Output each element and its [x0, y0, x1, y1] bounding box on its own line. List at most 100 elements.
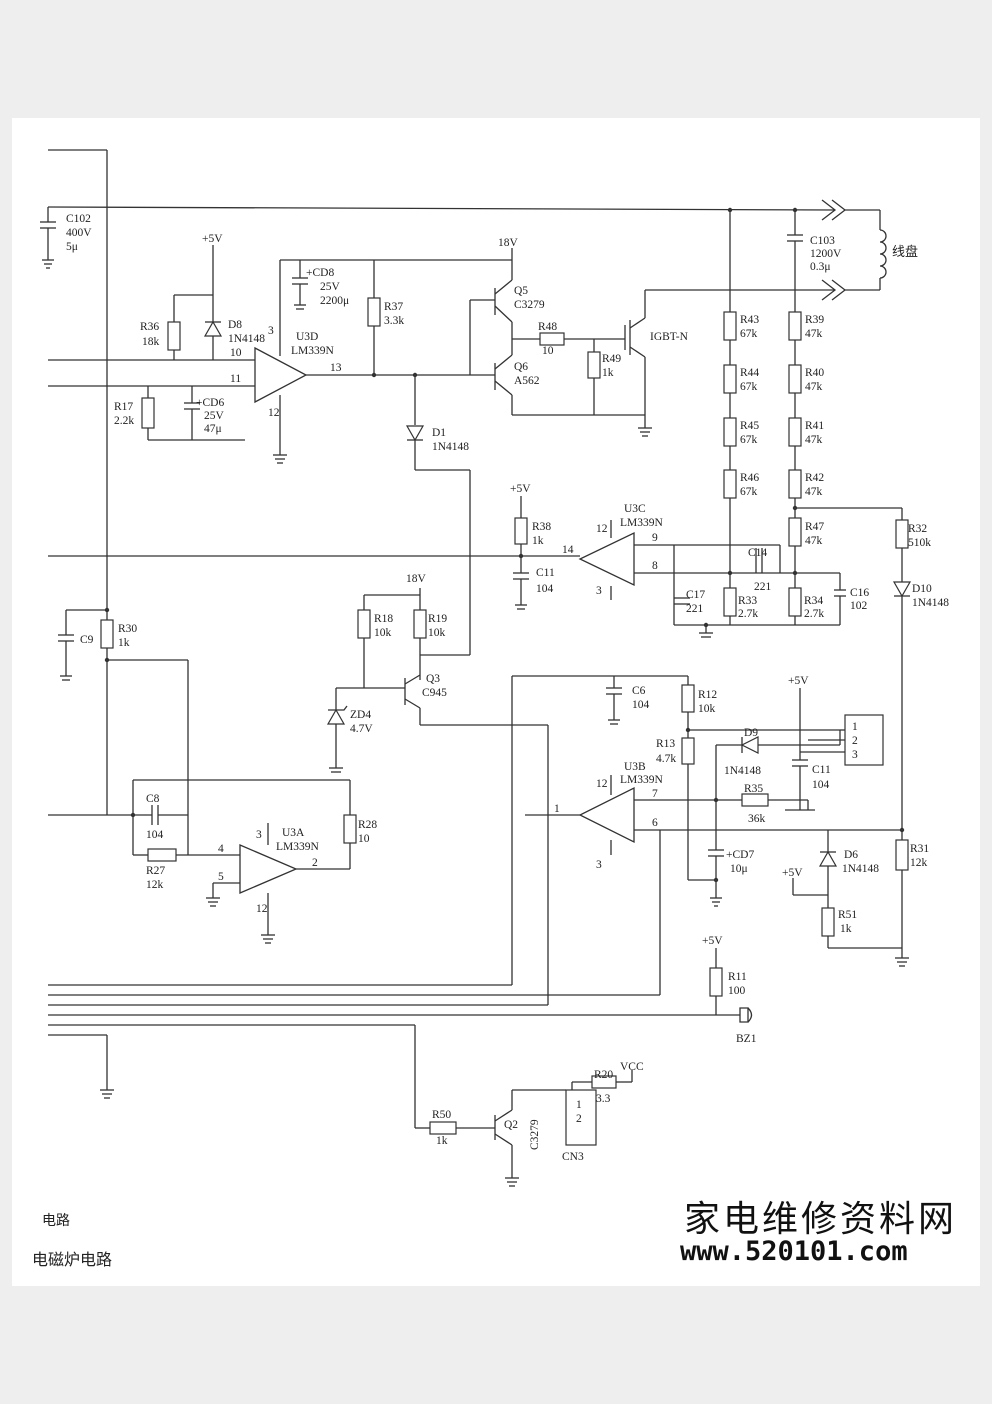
label: 1 — [554, 803, 560, 815]
label: ZD4 — [350, 709, 371, 721]
label: 5μ — [66, 241, 78, 253]
label: 221 — [754, 581, 772, 593]
label: R48 — [538, 321, 557, 333]
label: +5V — [788, 675, 809, 687]
label: 1 — [576, 1099, 582, 1111]
label: C16 — [850, 587, 869, 599]
label: 10k — [698, 703, 716, 715]
label: C3279 — [514, 299, 545, 311]
label: 18V — [406, 573, 427, 585]
label: U3C — [624, 503, 646, 515]
label: C6 — [632, 685, 646, 697]
label: R50 — [432, 1109, 451, 1121]
label: 104 — [812, 779, 830, 791]
label: 12 — [256, 903, 268, 915]
label: R12 — [698, 689, 717, 701]
label: C11 — [812, 764, 831, 776]
label: R18 — [374, 613, 393, 625]
label: 10 — [230, 347, 242, 359]
label: 1k — [602, 367, 614, 379]
label: R27 — [146, 865, 165, 877]
component-labels: C102 400V 5μ +5V D8 1N4148 R36 18k +CD8 … — [66, 213, 949, 1163]
label: U3D — [296, 331, 318, 343]
label: 13 — [330, 362, 342, 374]
label: 2 — [576, 1113, 582, 1125]
label: R41 — [805, 420, 824, 432]
label: 3 — [852, 749, 858, 761]
label: C9 — [80, 634, 94, 646]
label: R46 — [740, 472, 759, 484]
label: R44 — [740, 367, 759, 379]
section-caption: 电路 — [42, 1213, 70, 1229]
label: Q2 — [504, 1119, 518, 1131]
label: D6 — [844, 849, 858, 861]
label: 1k — [532, 535, 544, 547]
label: C14 — [748, 547, 767, 559]
label: R38 — [532, 521, 551, 533]
label: R17 — [114, 401, 133, 413]
label: C11 — [536, 567, 555, 579]
label: 10k — [374, 627, 392, 639]
label: 36k — [748, 813, 766, 825]
label: R20 — [594, 1069, 613, 1081]
label: 3 — [268, 325, 274, 337]
label: 0.3μ — [810, 261, 831, 273]
u3c-comparator — [578, 531, 635, 587]
label: R37 — [384, 301, 403, 313]
label: 9 — [652, 532, 658, 544]
label: C103 — [810, 235, 835, 247]
label: 1 — [852, 721, 858, 733]
label: 47k — [805, 434, 823, 446]
label: 18V — [498, 237, 519, 249]
label: R45 — [740, 420, 759, 432]
label: +5V — [782, 867, 803, 879]
label: 8 — [652, 560, 658, 572]
label: R51 — [838, 909, 857, 921]
label: U3B — [624, 761, 646, 773]
label: 102 — [850, 600, 868, 612]
label: 1N4148 — [842, 863, 879, 875]
label: R35 — [744, 783, 763, 795]
label: R42 — [805, 472, 824, 484]
label: 400V — [66, 227, 92, 239]
label: 2 — [312, 857, 318, 869]
label: 47μ — [204, 423, 222, 435]
label: 1N4148 — [912, 597, 949, 609]
label: 104 — [536, 583, 554, 595]
label: 221 — [686, 603, 704, 615]
label: 104 — [632, 699, 650, 711]
label: R33 — [738, 595, 757, 607]
label: +5V — [702, 935, 723, 947]
label: 47k — [805, 381, 823, 393]
label: 1k — [840, 923, 852, 935]
label: 10 — [358, 833, 370, 845]
label: LM339N — [276, 841, 320, 853]
u3b-comparator — [578, 786, 635, 844]
label: 67k — [740, 434, 758, 446]
label: Q6 — [514, 361, 528, 373]
label: D9 — [744, 727, 758, 739]
components — [100, 207, 912, 1146]
label: 14 — [562, 544, 574, 556]
label: 100 — [728, 985, 746, 997]
label: 1200V — [810, 248, 842, 260]
label: 25V — [320, 281, 341, 293]
watermark-name: 家电维修资料网 — [684, 1199, 958, 1240]
label: R30 — [118, 623, 137, 635]
wires — [40, 149, 909, 1187]
label: 5 — [218, 871, 224, 883]
label: 12k — [146, 879, 164, 891]
label: D10 — [912, 583, 932, 595]
label: 67k — [740, 486, 758, 498]
label: 2200μ — [320, 295, 349, 307]
label: LM339N — [620, 517, 664, 529]
label: 3 — [596, 585, 602, 597]
label: 67k — [740, 328, 758, 340]
label: 1k — [436, 1135, 448, 1147]
label: 11 — [230, 373, 241, 385]
u3a-comparator — [239, 844, 298, 894]
label: 510k — [908, 537, 931, 549]
label: 67k — [740, 381, 758, 393]
label: 1k — [118, 637, 130, 649]
